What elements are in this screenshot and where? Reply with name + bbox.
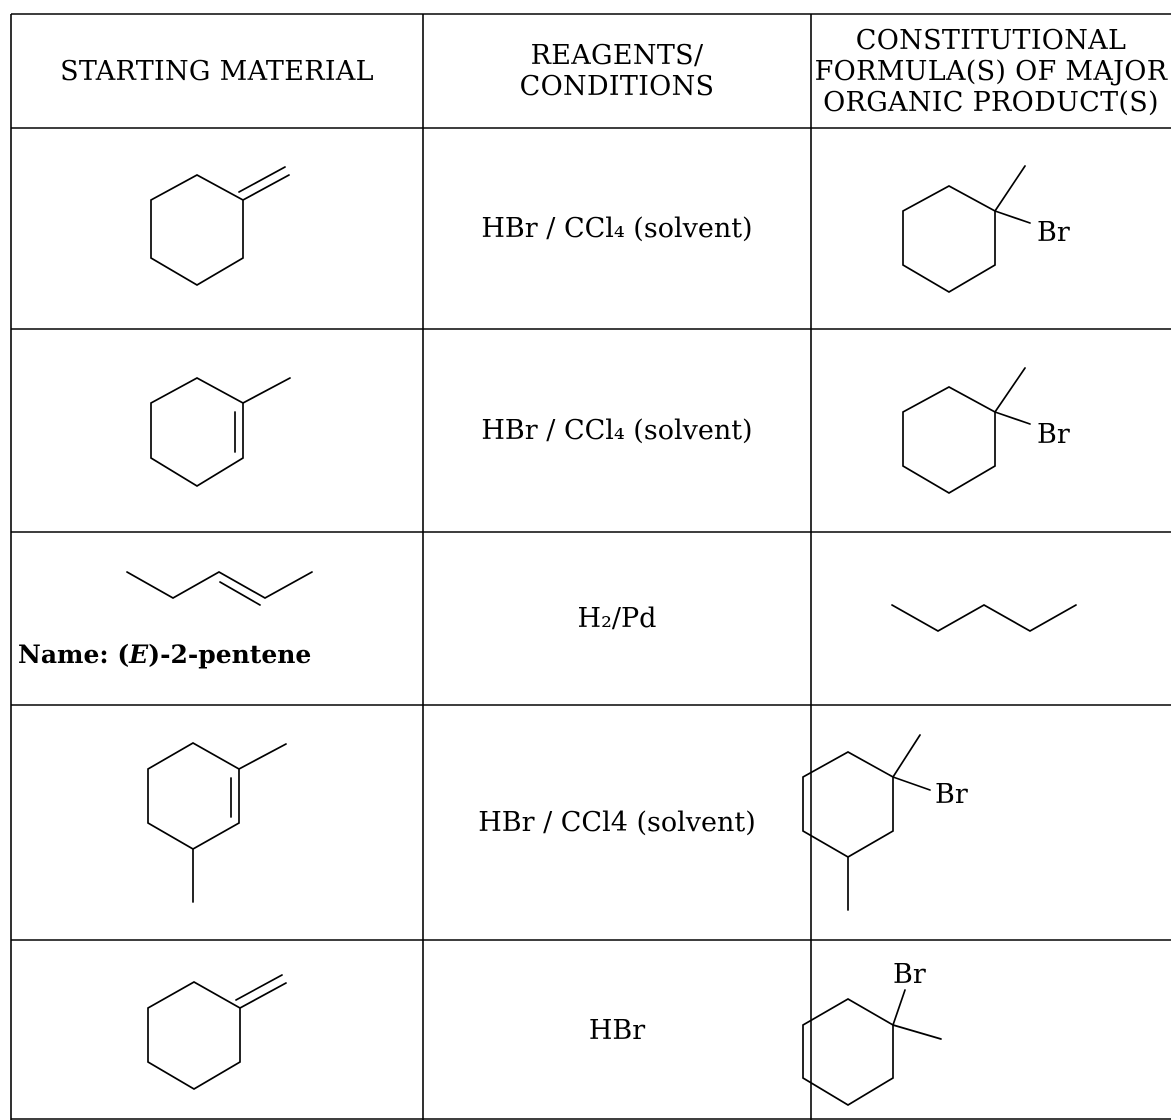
row3-reagents: H₂/Pd xyxy=(423,532,811,705)
header-products-text: CONSTITUTIONAL FORMULA(S) OF MAJOR ORGAN… xyxy=(814,24,1168,118)
row4-reagents: HBr / CCl4 (solvent) xyxy=(423,705,811,940)
row1-product-br-label: Br xyxy=(1037,217,1070,248)
header-reagents: REAGENTS/ CONDITIONS xyxy=(423,14,811,128)
header-starting-material-text: STARTING MATERIAL xyxy=(60,55,374,87)
row4-start-structure xyxy=(147,742,287,903)
row1-reagents: HBr / CCl₄ (solvent) xyxy=(423,128,811,329)
row3-start-structure xyxy=(126,571,313,606)
row1-start-structure xyxy=(150,166,290,286)
row3-start-name-suffix: )-2-pentene xyxy=(148,640,312,669)
row3-start-name-prefix: Name: ( xyxy=(18,640,130,669)
row3-product-structure xyxy=(891,604,1077,632)
row2-start-structure xyxy=(150,377,291,487)
header-reagents-text: REAGENTS/ CONDITIONS xyxy=(519,40,715,102)
row5-reagents-text: HBr xyxy=(588,1014,646,1046)
row2-reagents-text: HBr / CCl₄ (solvent) xyxy=(481,415,753,446)
row3-reagents-text: H₂/Pd xyxy=(577,603,657,634)
row5-product-br-label: Br xyxy=(893,959,926,990)
row4-reagents-text: HBr / CCl4 (solvent) xyxy=(478,807,756,838)
row4-product-structure xyxy=(802,734,931,911)
row2-product-structure xyxy=(902,367,1031,494)
row5-product-structure xyxy=(802,989,942,1106)
row5-reagents: HBr xyxy=(423,940,811,1120)
row1-reagents-text: HBr / CCl₄ (solvent) xyxy=(481,213,753,244)
row3-start-name: Name: (E)-2-pentene xyxy=(18,640,311,669)
row5-start-structure xyxy=(147,974,287,1090)
row2-reagents: HBr / CCl₄ (solvent) xyxy=(423,329,811,532)
row1-product-structure xyxy=(902,165,1031,293)
row2-product-br-label: Br xyxy=(1037,419,1070,450)
row4-product-br-label: Br xyxy=(935,779,968,810)
header-starting-material: STARTING MATERIAL xyxy=(11,14,423,128)
header-products: CONSTITUTIONAL FORMULA(S) OF MAJOR ORGAN… xyxy=(811,14,1171,128)
row3-start-name-italic: E xyxy=(129,640,149,669)
